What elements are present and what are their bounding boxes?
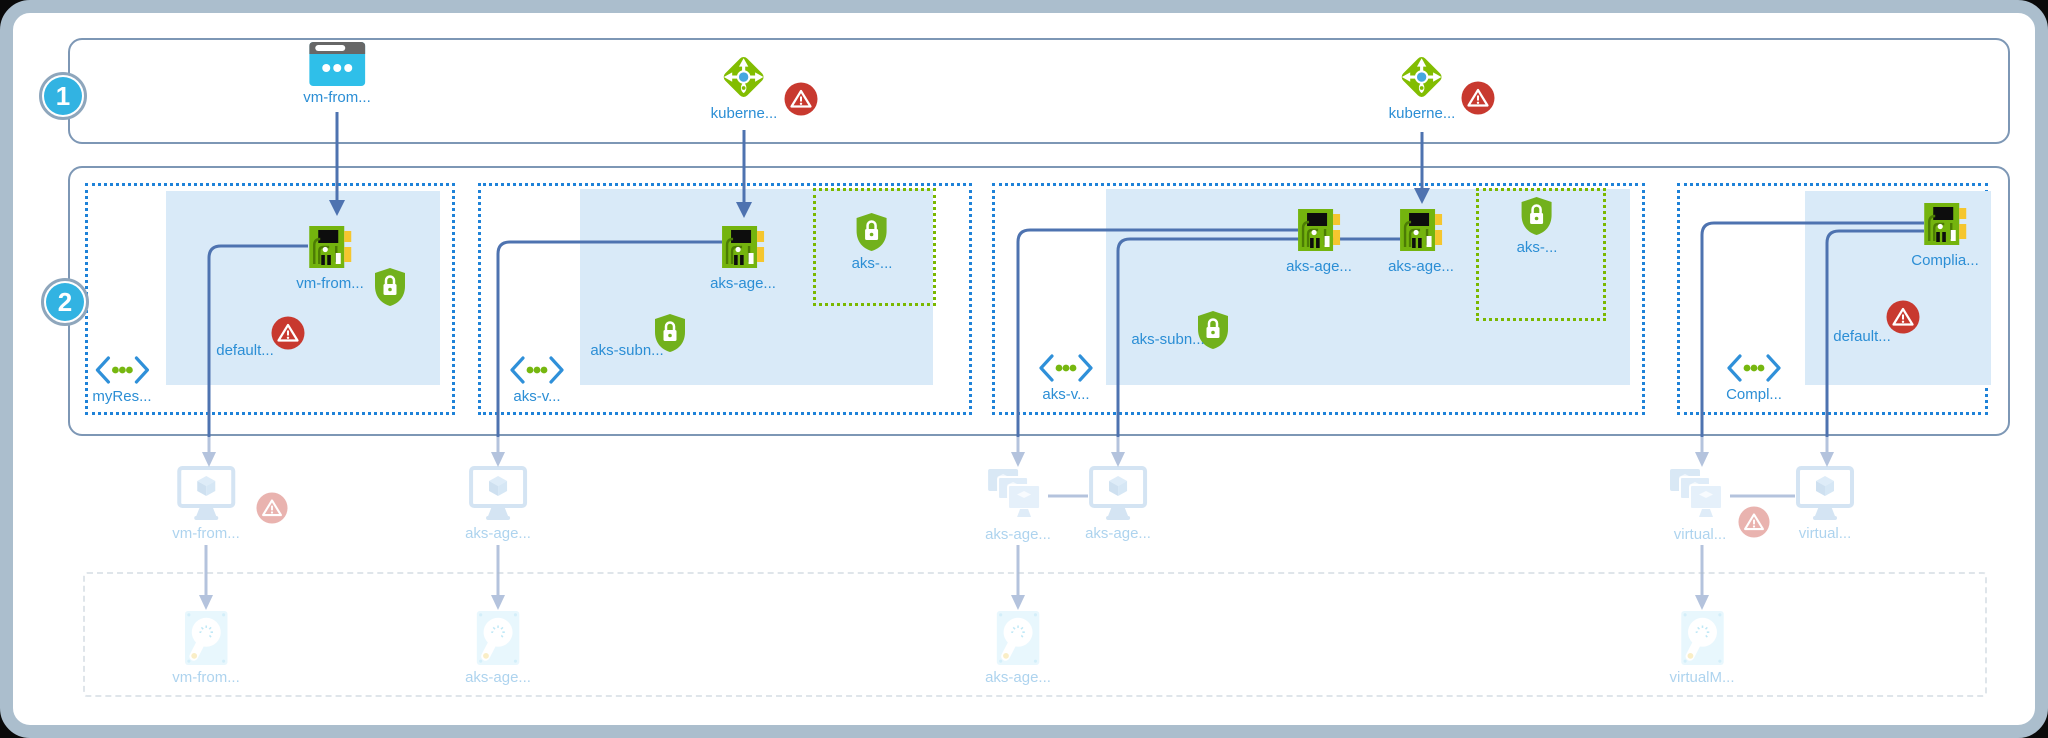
virtual-machine-icon[interactable] <box>466 466 530 522</box>
subnet-3-label: aks-subn... <box>1131 331 1205 348</box>
public-ip-label: vm-from... <box>303 89 371 106</box>
virtual-machine-icon[interactable] <box>1793 466 1857 522</box>
nic-1-node[interactable]: vm-from... <box>296 222 364 292</box>
nsg-shield-vnet1[interactable] <box>373 267 407 307</box>
disk-icon[interactable] <box>475 610 521 666</box>
disk-icon[interactable] <box>183 610 229 666</box>
step-badge-2: 2 <box>41 278 89 326</box>
shield-lock-icon[interactable] <box>855 212 889 252</box>
nsg-3-label: aks-... <box>1516 239 1558 256</box>
shield-lock-icon[interactable] <box>1520 196 1554 236</box>
disk-icon[interactable] <box>1679 610 1725 666</box>
step-badge-1: 1 <box>39 72 87 120</box>
vnet-3-node[interactable]: aks-v... <box>1037 353 1095 403</box>
disk-2-node[interactable]: aks-age... <box>465 610 531 686</box>
disk-1-label: vm-from... <box>172 669 240 686</box>
subnet-1-label: default... <box>216 342 274 359</box>
virtual-network-icon[interactable] <box>1037 353 1095 383</box>
warning-badge-lb2[interactable] <box>1461 81 1495 120</box>
vm-3-label: aks-age... <box>1085 525 1151 542</box>
vm-4-label: virtual... <box>1798 525 1852 542</box>
nsg-2-label: aks-... <box>851 255 893 272</box>
nic-4-node[interactable]: Complia... <box>1911 199 1979 269</box>
warning-badge-lb1[interactable] <box>784 82 818 121</box>
disk-4-label: virtualM... <box>1669 669 1735 686</box>
warning-badge-vm1[interactable] <box>256 492 288 529</box>
vmss-3-label: aks-age... <box>985 526 1051 543</box>
vmss-3-node[interactable]: aks-age... <box>985 467 1051 543</box>
disk-icon[interactable] <box>995 610 1041 666</box>
nsg-box-3[interactable] <box>1476 188 1606 321</box>
public-ip-node[interactable]: vm-from... <box>303 42 371 106</box>
disk-1-node[interactable]: vm-from... <box>172 610 240 686</box>
disk-4-node[interactable]: virtualM... <box>1669 610 1735 686</box>
vmss-4-node[interactable]: virtual... <box>1668 467 1732 543</box>
vnet-2-label: aks-v... <box>513 388 561 405</box>
nic-3b-label: aks-age... <box>1388 258 1454 275</box>
vm-1-label: vm-from... <box>172 525 240 542</box>
load-balancer-icon[interactable] <box>719 52 769 102</box>
virtual-machine-icon[interactable] <box>174 466 238 522</box>
virtual-machine-icon[interactable] <box>1086 466 1150 522</box>
disk-3-node[interactable]: aks-age... <box>985 610 1051 686</box>
vnet-2-node[interactable]: aks-v... <box>508 355 566 405</box>
subnet-2-label: aks-subn... <box>590 342 664 359</box>
nic-icon[interactable] <box>720 222 766 272</box>
vmss-4-label: virtual... <box>1673 526 1727 543</box>
vm-1-node[interactable]: vm-from... <box>172 466 240 542</box>
load-balancer-icon[interactable] <box>1397 52 1447 102</box>
nsg-box-2[interactable] <box>813 188 936 306</box>
shield-lock-icon[interactable] <box>373 267 407 307</box>
virtual-network-icon[interactable] <box>93 355 151 385</box>
load-balancer-2-node[interactable]: kuberne... <box>1388 52 1456 122</box>
subnet-4-label: default... <box>1833 328 1891 345</box>
nic-4-label: Complia... <box>1911 252 1979 269</box>
public-ip-icon[interactable] <box>309 42 365 86</box>
vm-3-node[interactable]: aks-age... <box>1085 466 1151 542</box>
nic-3a-label: aks-age... <box>1286 258 1352 275</box>
vm-2-label: aks-age... <box>465 525 531 542</box>
nic-icon[interactable] <box>1296 205 1342 255</box>
vnet-3-label: aks-v... <box>1042 386 1090 403</box>
vm-2-node[interactable]: aks-age... <box>465 466 531 542</box>
nic-icon[interactable] <box>307 222 353 272</box>
nic-icon[interactable] <box>1398 205 1444 255</box>
nic-2-node[interactable]: aks-age... <box>710 222 776 292</box>
nic-icon[interactable] <box>1922 199 1968 249</box>
nic-3a-node[interactable]: aks-age... <box>1286 205 1352 275</box>
nsg-2-node[interactable]: aks-... <box>851 212 893 272</box>
vnet-1-label: myRes... <box>92 388 152 405</box>
step-badge-1-number: 1 <box>44 77 82 115</box>
nic-2-label: aks-age... <box>710 275 776 292</box>
vm-4-node[interactable]: virtual... <box>1793 466 1857 542</box>
vnet-4-node[interactable]: Compl... <box>1725 353 1783 403</box>
vnet-1-node[interactable]: myRes... <box>92 355 152 405</box>
vnet-4-label: Compl... <box>1726 386 1782 403</box>
load-balancer-2-label: kuberne... <box>1388 105 1456 122</box>
nic-3b-node[interactable]: aks-age... <box>1388 205 1454 275</box>
disk-3-label: aks-age... <box>985 669 1051 686</box>
storage-tier-box <box>83 572 1987 697</box>
warning-badge-vmss4[interactable] <box>1738 506 1770 543</box>
warning-badge-subnet4[interactable] <box>1886 300 1920 339</box>
load-balancer-1-node[interactable]: kuberne... <box>710 52 778 122</box>
virtual-network-icon[interactable] <box>1725 353 1783 383</box>
vm-scale-set-icon[interactable] <box>1668 467 1732 523</box>
virtual-network-icon[interactable] <box>508 355 566 385</box>
vm-scale-set-icon[interactable] <box>986 467 1050 523</box>
step-badge-2-number: 2 <box>46 283 84 321</box>
nsg-3-node[interactable]: aks-... <box>1516 196 1558 256</box>
warning-badge-subnet1[interactable] <box>271 316 305 355</box>
disk-2-label: aks-age... <box>465 669 531 686</box>
load-balancer-1-label: kuberne... <box>710 105 778 122</box>
nic-1-label: vm-from... <box>296 275 364 292</box>
